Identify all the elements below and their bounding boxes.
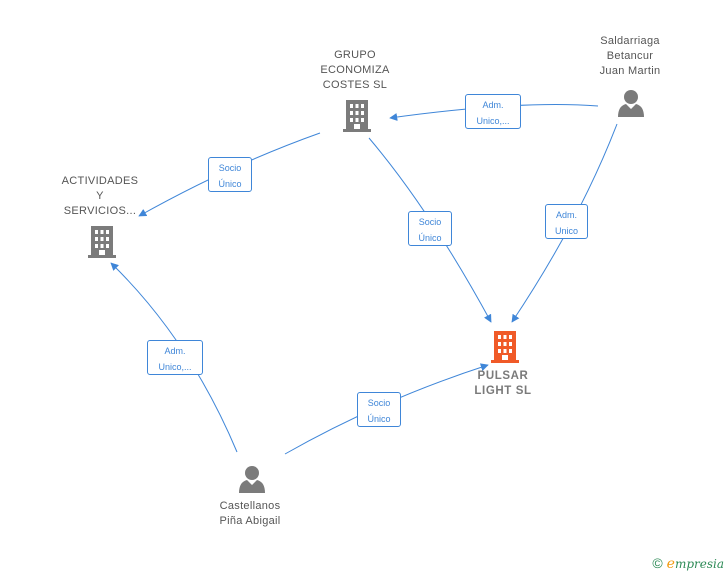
edge-label-saldarriaga-pulsar: Adm. Unico	[545, 204, 588, 239]
node-label-grupo[interactable]: GRUPO ECONOMIZA COSTES SL	[320, 49, 390, 91]
brand-name: mpresia	[674, 557, 724, 571]
node-label-saldarriaga[interactable]: Saldarriaga Betancur Juan Martin	[599, 35, 661, 77]
copyright-icon: ©	[652, 555, 663, 571]
person-icon[interactable]	[618, 90, 644, 117]
building-icon[interactable]	[88, 226, 116, 258]
node-label-actividades[interactable]: ACTIVIDADES Y SERVICIOS...	[61, 175, 139, 217]
node-label-castellanos[interactable]: Castellanos Piña Abigail	[219, 500, 281, 527]
node-label-pulsar[interactable]: PULSAR LIGHT SL	[474, 370, 532, 397]
edge-label-castellanos-pulsar: Socio Único	[357, 392, 401, 427]
edge-label-grupo-actividades: Socio Único	[208, 157, 252, 192]
edge-label-castellanos-actividades: Adm. Unico,...	[147, 340, 203, 375]
edge-label-grupo-pulsar: Socio Único	[408, 211, 452, 246]
edge-label-saldarriaga-grupo: Adm. Unico,...	[465, 94, 521, 129]
brand-logo-e: e	[666, 556, 675, 572]
footer-brand: ©empresia	[652, 555, 724, 572]
building-icon[interactable]	[343, 100, 371, 132]
person-icon[interactable]	[239, 466, 265, 493]
building-icon[interactable]	[491, 331, 519, 363]
